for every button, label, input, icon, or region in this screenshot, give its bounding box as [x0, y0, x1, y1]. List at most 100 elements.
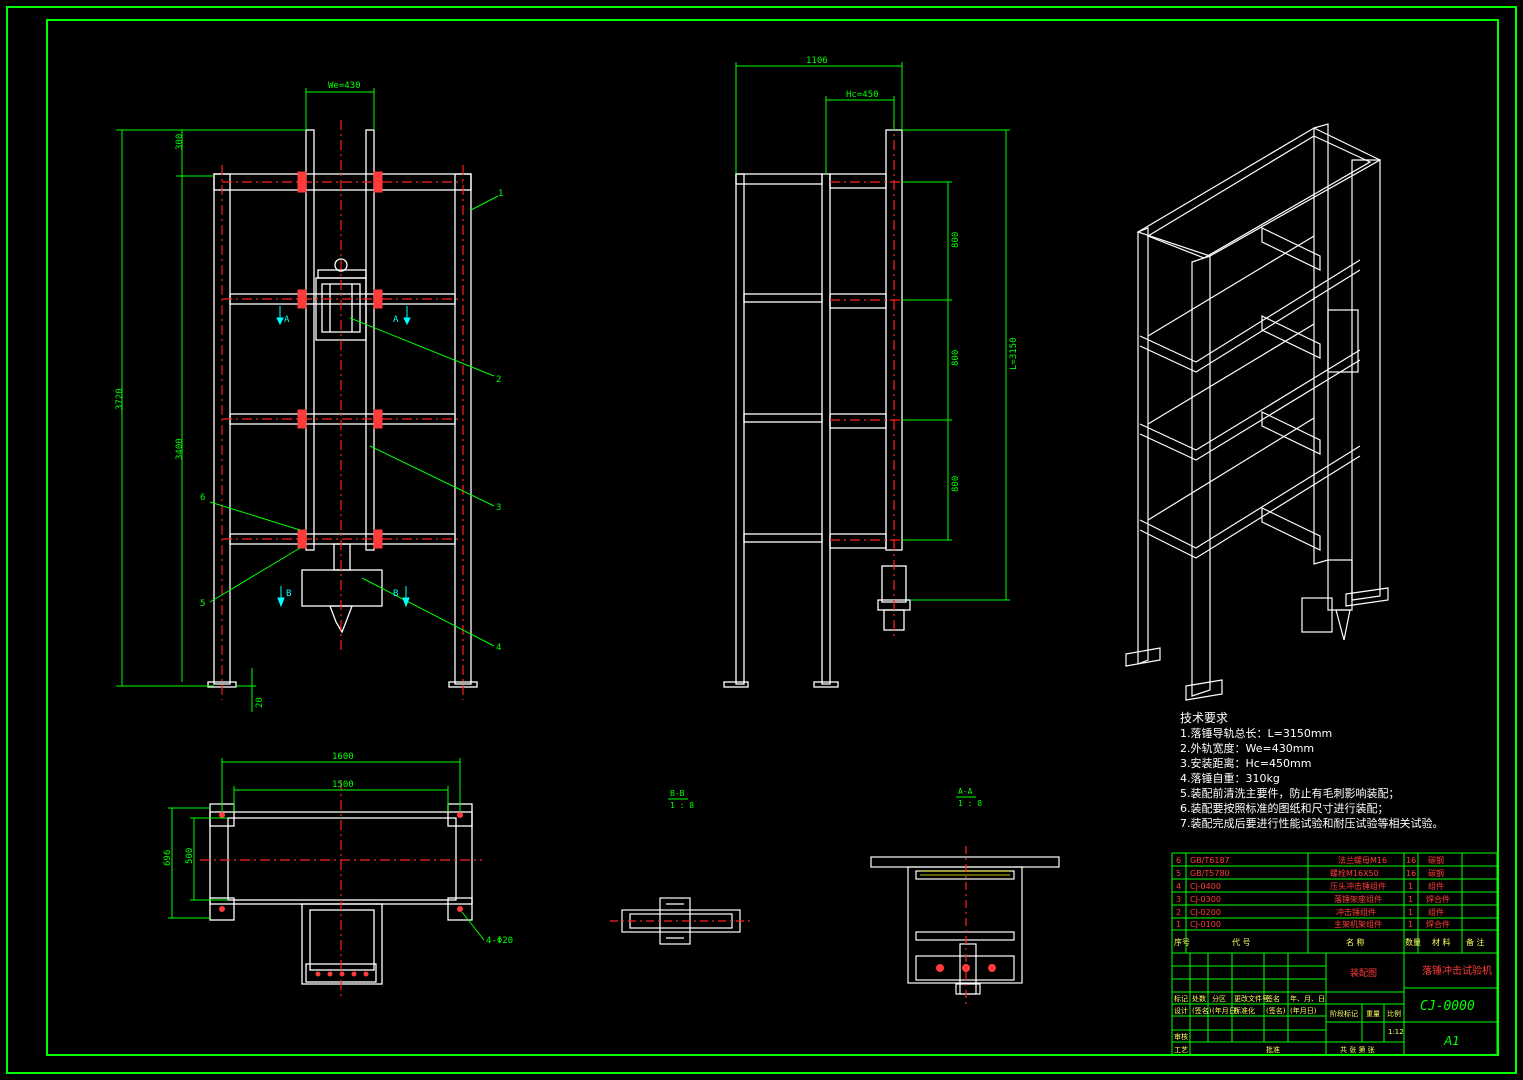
- top-view-dimensions: [168, 758, 485, 941]
- svg-text:阶段标记: 阶段标记: [1330, 1009, 1358, 1018]
- note-line-4: 4.落锤自重：310kg: [1180, 771, 1280, 785]
- svg-text:碳钢: 碳钢: [1428, 855, 1444, 865]
- svg-text:1: 1: [1408, 908, 1413, 917]
- dim-holes: 4-Φ20: [486, 936, 513, 946]
- note-line-2: 2.外轨宽度：We=430mm: [1180, 741, 1314, 755]
- dim-overall-height: 3720: [115, 388, 125, 410]
- notes-heading: 技术要求: [1180, 711, 1228, 725]
- svg-text:6: 6: [1176, 856, 1181, 865]
- section-bb-scale: 1 : 8: [670, 801, 694, 810]
- side-view-dimensions: [735, 62, 1010, 601]
- balloon-4: 4: [496, 643, 501, 653]
- side-view-centerlines: [830, 120, 900, 640]
- svg-text:16: 16: [1406, 856, 1416, 865]
- title-block: [1171, 952, 1498, 1056]
- svg-text:螺栓M16X50: 螺栓M16X50: [1330, 868, 1379, 878]
- svg-text:CJ-0200: CJ-0200: [1190, 908, 1221, 917]
- svg-text:CJ-0300: CJ-0300: [1190, 895, 1221, 904]
- svg-text:CJ-0100: CJ-0100: [1190, 920, 1221, 929]
- svg-text:处数: 处数: [1192, 994, 1206, 1003]
- dim-pitch-3: 800: [951, 476, 961, 492]
- dim-outer-width: 1600: [332, 752, 354, 762]
- dim-inner-depth: 500: [185, 848, 195, 864]
- svg-text:GB/T5780: GB/T5780: [1190, 869, 1230, 878]
- dim-pitch-1: 800: [951, 232, 961, 248]
- svg-text:焊合件: 焊合件: [1426, 894, 1450, 904]
- section-aa-scale: 1 : 8: [958, 799, 982, 808]
- top-view-accents: [219, 812, 463, 977]
- svg-text:共 张 第 张: 共 张 第 张: [1340, 1045, 1375, 1054]
- title-block-text: 装配图 落锤冲击试验机 CJ-0000 A1 标记 处数 分区 更改文件号 签名…: [1174, 964, 1492, 1054]
- top-view-labels: 1600 1500 696 500 4-Φ20: [163, 752, 513, 946]
- svg-text:1:12: 1:12: [1388, 1028, 1404, 1036]
- svg-text:落锤架座组件: 落锤架座组件: [1334, 894, 1382, 904]
- svg-text:批准: 批准: [1266, 1045, 1280, 1054]
- svg-text:碳钢: 碳钢: [1428, 868, 1444, 878]
- note-line-7: 7.装配完成后要进行性能试验和耐压试验等相关试验。: [1180, 816, 1444, 830]
- dim-we: We=430: [328, 81, 361, 91]
- svg-text:2: 2: [1176, 908, 1181, 917]
- sheet-size: A1: [1443, 1034, 1460, 1048]
- svg-text:设计: 设计: [1174, 1006, 1188, 1015]
- section-mark-b-right: B: [393, 589, 398, 599]
- bom-header-name: 名 称: [1346, 937, 1365, 947]
- dim-top-gap: 300: [175, 134, 185, 150]
- section-bb-label: B-B: [670, 789, 685, 798]
- drawing-type: 装配图: [1350, 967, 1377, 979]
- note-line-1: 1.落锤导轨总长：L=3150mm: [1180, 726, 1332, 740]
- front-view-dimensions: [116, 88, 499, 712]
- svg-text:4: 4: [1176, 882, 1181, 891]
- svg-text:冲击锤组件: 冲击锤组件: [1336, 907, 1376, 917]
- dim-inner-height: 3400: [175, 438, 185, 460]
- svg-text:更改文件号: 更改文件号: [1234, 994, 1269, 1003]
- svg-text:比例: 比例: [1387, 1009, 1401, 1018]
- front-view-labels: We=430 300 3720 3400 20 1 2 3 4 5 6 A A …: [115, 81, 503, 708]
- section-bb-title: B-B 1 : 8: [668, 789, 694, 810]
- note-line-6: 6.装配要按照标准的图纸和尺寸进行装配；: [1180, 801, 1389, 815]
- svg-text:GB/T6187: GB/T6187: [1190, 856, 1230, 865]
- svg-text:16: 16: [1406, 869, 1416, 878]
- svg-text:1: 1: [1408, 920, 1413, 929]
- svg-text:焊合件: 焊合件: [1426, 919, 1450, 929]
- bom-table: [1171, 852, 1498, 954]
- inner-border: [46, 19, 1499, 1056]
- bom-header-no: 序号: [1174, 937, 1190, 947]
- svg-text:3: 3: [1176, 895, 1181, 904]
- top-view: [209, 803, 473, 985]
- section-mark-b-left: B: [286, 589, 291, 599]
- svg-text:分区: 分区: [1212, 994, 1226, 1003]
- section-aa-hatch: [920, 870, 1010, 876]
- balloon-2: 2: [496, 375, 501, 385]
- balloon-3: 3: [496, 503, 501, 513]
- dim-overall-width: 1106: [806, 56, 828, 66]
- note-line-3: 3.安装距离：Hc=450mm: [1180, 756, 1311, 770]
- svg-text:审核: 审核: [1174, 1032, 1188, 1041]
- dim-pitch-2: 800: [951, 350, 961, 366]
- dim-foot: 20: [255, 697, 265, 708]
- svg-text:签名: 签名: [1266, 994, 1280, 1003]
- balloon-5: 5: [200, 599, 205, 609]
- bom-text: 6 GB/T6187 法兰螺母M16 16 碳钢 5 GB/T5780 螺栓M1…: [1174, 855, 1485, 947]
- svg-text:压头冲击锤组件: 压头冲击锤组件: [1330, 881, 1386, 891]
- svg-text:法兰螺母M16: 法兰螺母M16: [1338, 855, 1387, 865]
- bom-header-note: 备 注: [1466, 937, 1485, 947]
- drawing-title: 落锤冲击试验机: [1422, 964, 1492, 977]
- front-view-bolts: [297, 171, 383, 549]
- dim-rail-length: L=3150: [1009, 337, 1019, 370]
- section-mark-a-right: A: [393, 315, 399, 325]
- bom-header-code: 代 号: [1232, 937, 1251, 947]
- outer-border: [6, 6, 1517, 1074]
- svg-text:1: 1: [1408, 895, 1413, 904]
- front-view-centerlines: [221, 120, 464, 700]
- section-aa-label: A-A: [958, 787, 973, 796]
- section-mark-a-left: A: [284, 315, 290, 325]
- svg-text:(签名): (签名): [1192, 1006, 1212, 1015]
- svg-text:标准化: 标准化: [1234, 1006, 1255, 1015]
- svg-text:(年月日): (年月日): [1212, 1006, 1239, 1015]
- side-view-labels: 1106 Hc=450 800 800 800 L=3150: [806, 56, 1019, 492]
- svg-text:5: 5: [1176, 869, 1181, 878]
- svg-text:CJ-0400: CJ-0400: [1190, 882, 1221, 891]
- svg-text:组件: 组件: [1428, 907, 1444, 917]
- svg-text:组件: 组件: [1428, 881, 1444, 891]
